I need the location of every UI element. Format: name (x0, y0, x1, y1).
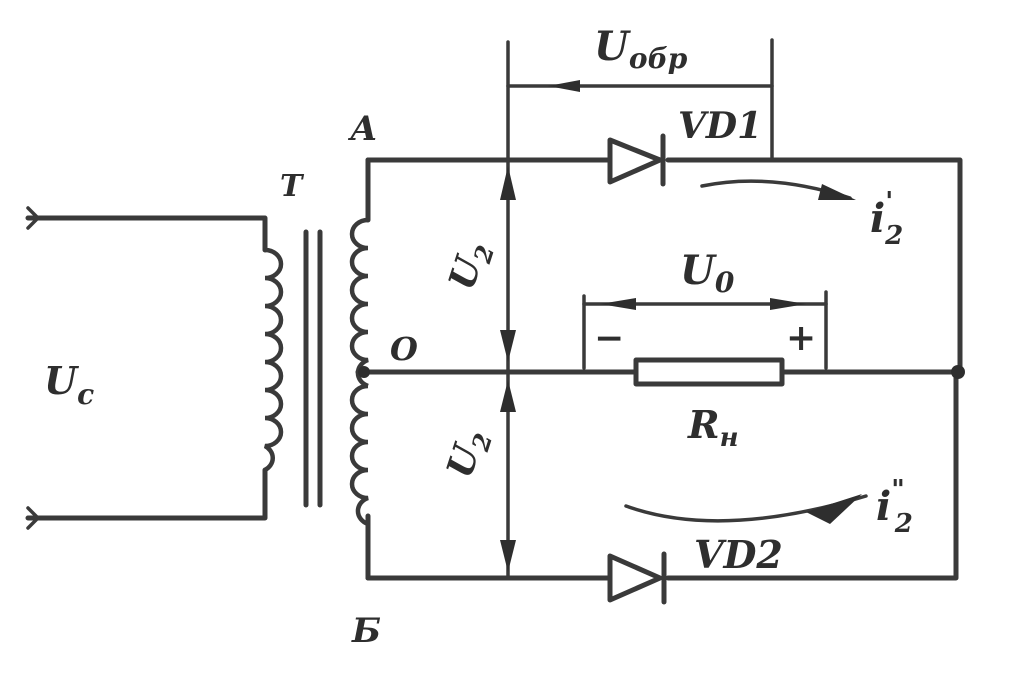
primary-winding (263, 247, 284, 472)
node-right-dot (951, 365, 965, 379)
vd1-label: VD1 (678, 105, 762, 147)
uobr-arrow-left (548, 80, 580, 92)
u2-upper-arrow-up (500, 166, 516, 200)
current-top-label: i'2 (870, 187, 903, 251)
primary-bottom-lead (25, 467, 268, 521)
u0-arrow-left (600, 298, 636, 310)
node-o-dot (358, 366, 370, 378)
secondary-winding-upper (349, 217, 369, 389)
vd1-diode (607, 137, 663, 185)
secondary-winding-lower (349, 383, 369, 527)
load-label: Rн (687, 402, 739, 453)
transformer-label: T (280, 169, 305, 204)
u2-bottom-label: U2 (439, 424, 499, 484)
primary-bottom-terminal (26, 506, 41, 530)
u2-lower-arrow-up (500, 380, 516, 412)
node-b-label: Б (351, 611, 381, 651)
node-o-label: O (390, 330, 418, 368)
primary-top-lead (25, 215, 268, 253)
u2-lower-arrow-down (500, 540, 516, 572)
primary-top-terminal (26, 206, 41, 230)
load-resistor (633, 357, 785, 387)
current-bottom-label: i"2 (876, 475, 913, 539)
vd2-label: VD2 (694, 532, 783, 577)
input-voltage-label: Uc (44, 358, 94, 411)
u2-top-label: U2 (441, 236, 501, 296)
u-reverse-label: Uобр (594, 23, 688, 75)
u0-minus-sign: − (594, 317, 624, 359)
node-a-label: А (347, 109, 378, 149)
current-top-arrowhead (818, 184, 856, 200)
u0-label: U0 (680, 247, 735, 299)
bottom-rail-right (665, 369, 959, 581)
vd2-diode (607, 553, 663, 603)
current-bottom-arrowhead (806, 494, 862, 524)
u0-arrow-right (770, 298, 806, 310)
top-rail-right (665, 157, 963, 375)
u2-upper-arrow-down (500, 330, 516, 362)
u0-plus-sign: + (786, 317, 816, 359)
